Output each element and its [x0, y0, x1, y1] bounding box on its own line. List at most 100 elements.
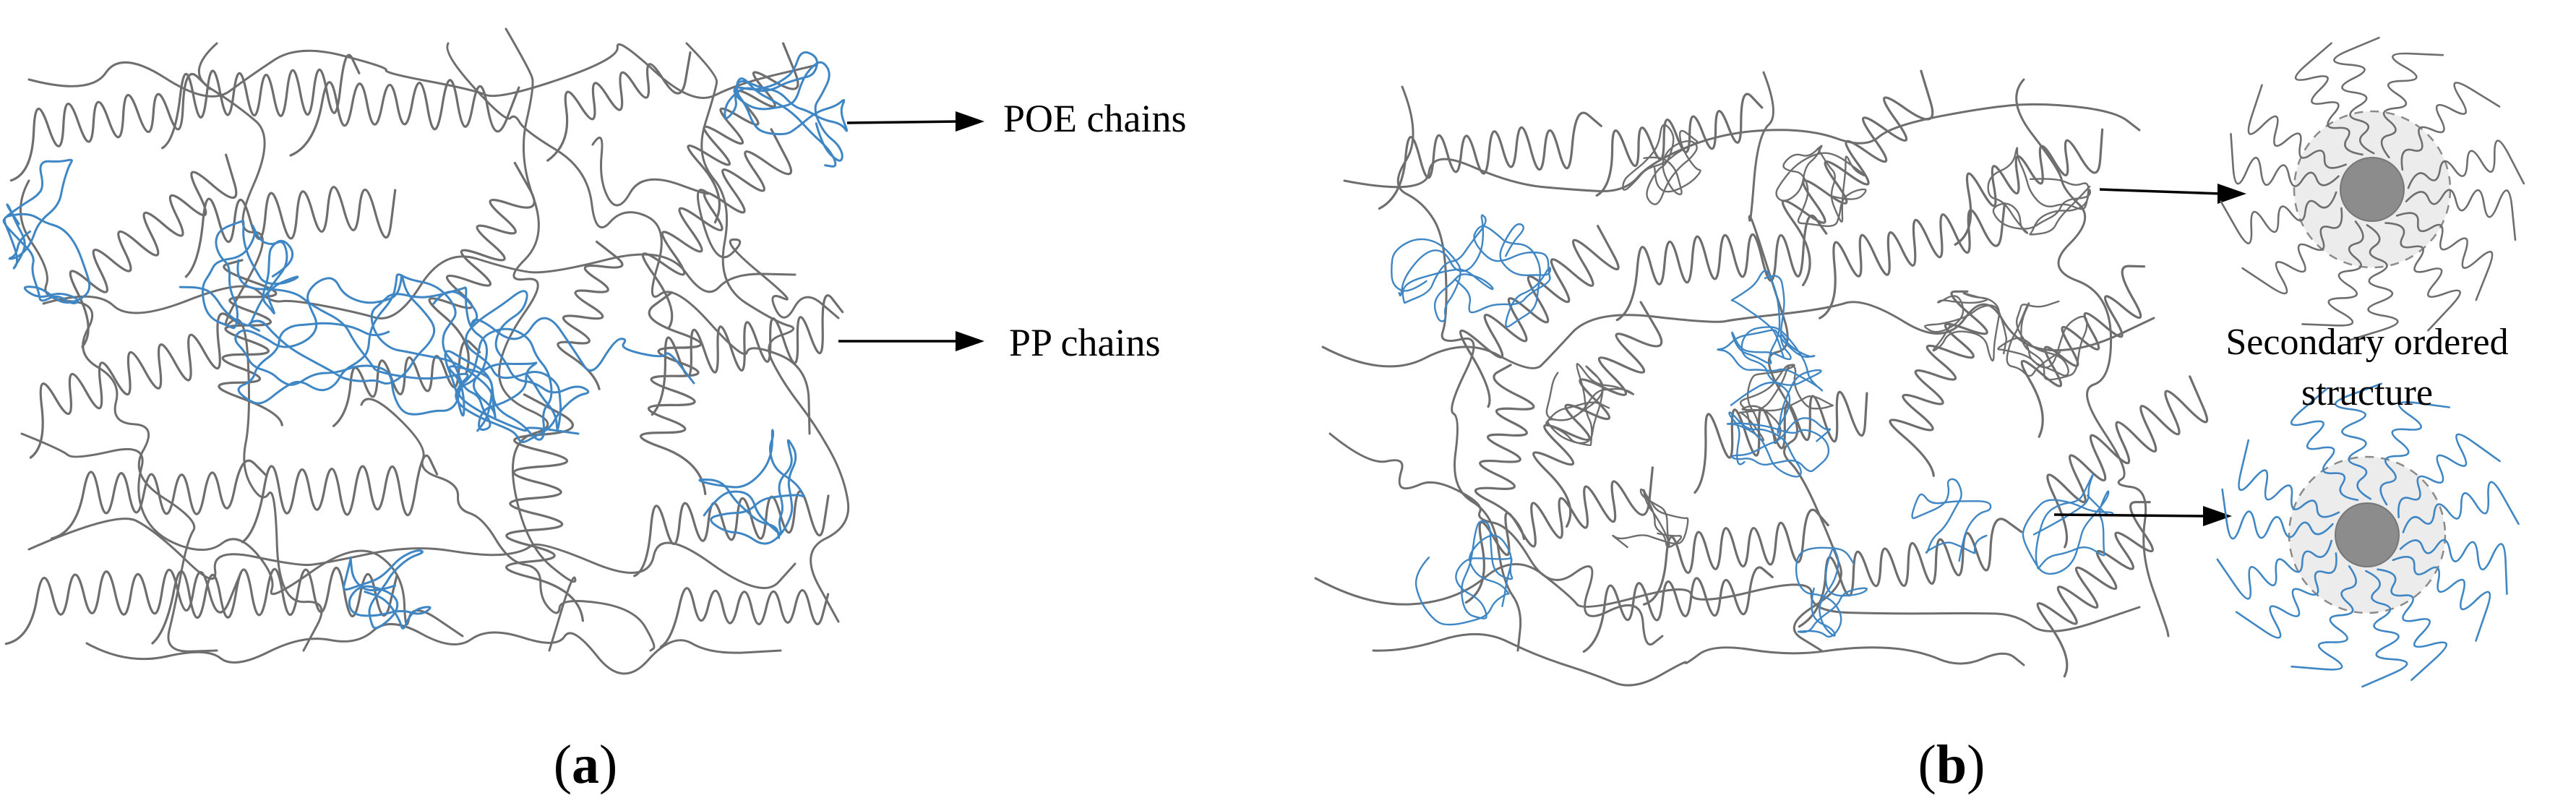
- pp-lamella: [289, 79, 520, 157]
- pp-lamella: [641, 128, 793, 330]
- inset-chain: [2333, 36, 2380, 155]
- inset-chain: [2392, 556, 2491, 642]
- pp-lamella: [1781, 69, 1934, 286]
- pp-secondary-cluster: [1923, 292, 2008, 362]
- poe-connector-chain: [432, 291, 695, 385]
- pp-connector-chain: [498, 27, 577, 652]
- pp-connector-chain: [42, 253, 797, 319]
- pp-secondary-cluster: [1775, 145, 1867, 228]
- inset-chain: [2230, 132, 2340, 187]
- poe-cluster: [1726, 411, 1832, 478]
- pp-connector-chain: [20, 432, 464, 638]
- pp-lamella: [1889, 290, 1988, 477]
- pp-lamella: [651, 294, 844, 416]
- pp-lamella: [2036, 500, 2154, 678]
- inset-core: [2340, 157, 2405, 222]
- pp-lamella: [428, 161, 536, 374]
- panel-a-letter: a: [572, 734, 599, 795]
- arrow-shaft: [2053, 513, 2208, 518]
- pp-connector-chain: [1372, 632, 2025, 687]
- secondary-structure-label-line2: structure: [2301, 372, 2433, 413]
- poe-cluster: [1717, 326, 1824, 434]
- pp-lamella: [9, 72, 212, 182]
- panel-b-diagram: Secondary ordered structure (b): [1314, 36, 2525, 795]
- pp-connector-chain: [446, 42, 811, 435]
- inset-chain: [2221, 488, 2334, 540]
- panel-b-letter: b: [1936, 734, 1967, 795]
- poe-secondary-structure-inset: [2216, 382, 2520, 688]
- pp-connector-chain: [1314, 563, 2141, 632]
- inset-chain: [2334, 382, 2383, 500]
- pp-secondary-cluster: [1612, 488, 1689, 549]
- poe-cluster: [2022, 473, 2114, 575]
- pp-connector-chain: [591, 136, 840, 319]
- pp-secondary-structure-inset: [2220, 36, 2525, 341]
- panel-b-arrows: [2053, 184, 2246, 526]
- inset-chain: [2290, 387, 2359, 501]
- pp-lamella: [4, 568, 242, 645]
- inset-chain: [2407, 140, 2525, 189]
- arrow-head: [2217, 184, 2246, 204]
- pp-lamella: [184, 186, 397, 278]
- pp-cluster-arrow: [2099, 184, 2246, 204]
- pp-connector-chain: [85, 622, 782, 675]
- inset-chain: [2241, 207, 2343, 295]
- poe-coil: [444, 290, 590, 443]
- pp-secondary-cluster: [1622, 124, 1701, 205]
- pp-lamella: [546, 51, 692, 162]
- poe-coil: [234, 273, 538, 431]
- panel-b-pp-chains: [1314, 69, 2209, 687]
- inset-chain: [2247, 84, 2347, 169]
- pp-lamella: [241, 454, 439, 544]
- poe-coil: [698, 429, 805, 545]
- pp-connector-chain: [1328, 432, 1664, 646]
- arrow-head: [2203, 506, 2232, 526]
- panel-b-caption: (b): [1918, 734, 1985, 795]
- inset-chain: [2400, 82, 2501, 171]
- pp-lamella: [151, 566, 398, 645]
- poe-coil: [724, 51, 849, 168]
- inset-chain: [2384, 222, 2461, 332]
- pp-lamella: [633, 490, 830, 578]
- arrow-shaft: [846, 120, 961, 124]
- pp-lamella: [1532, 301, 1663, 528]
- pp-secondary-cluster: [1987, 147, 2091, 236]
- pp-connector-chain: [27, 43, 818, 99]
- pp-connector-chain: [20, 179, 218, 653]
- pp-connector-chain: [1748, 71, 1842, 652]
- panel-a-poe-chains: [2, 51, 849, 630]
- arrow-shaft: [2099, 188, 2223, 195]
- inset-chain: [2405, 189, 2517, 241]
- pp-lamella: [1615, 214, 1828, 322]
- poe-cluster: [1454, 223, 1552, 328]
- pp-lamella: [557, 240, 624, 390]
- pp-secondary-cluster: [1738, 364, 1834, 445]
- secondary-structure-label-line1: Secondary ordered: [2225, 322, 2508, 363]
- pp-lamella: [687, 42, 799, 224]
- panel-a-pp-chains: [4, 27, 850, 675]
- pp-lamella: [1642, 508, 1829, 606]
- inset-chain: [2235, 552, 2337, 639]
- panel-b-poe-chains: [1391, 214, 2114, 638]
- pp-chains-arrow: [838, 331, 984, 351]
- inset-chain: [2377, 568, 2447, 682]
- poe-cluster: [1730, 270, 1792, 364]
- panel-a-arrows: [838, 111, 984, 351]
- panel-a-diagram: POE chains PP chains (a): [2, 27, 1186, 795]
- pp-lamella: [161, 53, 361, 150]
- pp-lamella: [29, 312, 241, 459]
- inset-chain: [2294, 42, 2364, 156]
- poe-cluster-arrow: [2053, 506, 2232, 526]
- inset-chain: [2397, 433, 2501, 518]
- poe-coil: [343, 549, 432, 630]
- pp-connector-chain: [1321, 301, 2155, 369]
- pp-lamella: [659, 587, 830, 648]
- inset-chain: [2350, 224, 2399, 341]
- poe-chains-arrow: [846, 111, 984, 132]
- poe-coil: [179, 220, 299, 330]
- poe-cluster: [1795, 546, 1868, 638]
- pp-secondary-cluster: [1545, 363, 1635, 447]
- pp-lamella: [1595, 93, 1764, 197]
- inset-chain: [2301, 220, 2364, 327]
- pp-lamella: [1693, 390, 1868, 494]
